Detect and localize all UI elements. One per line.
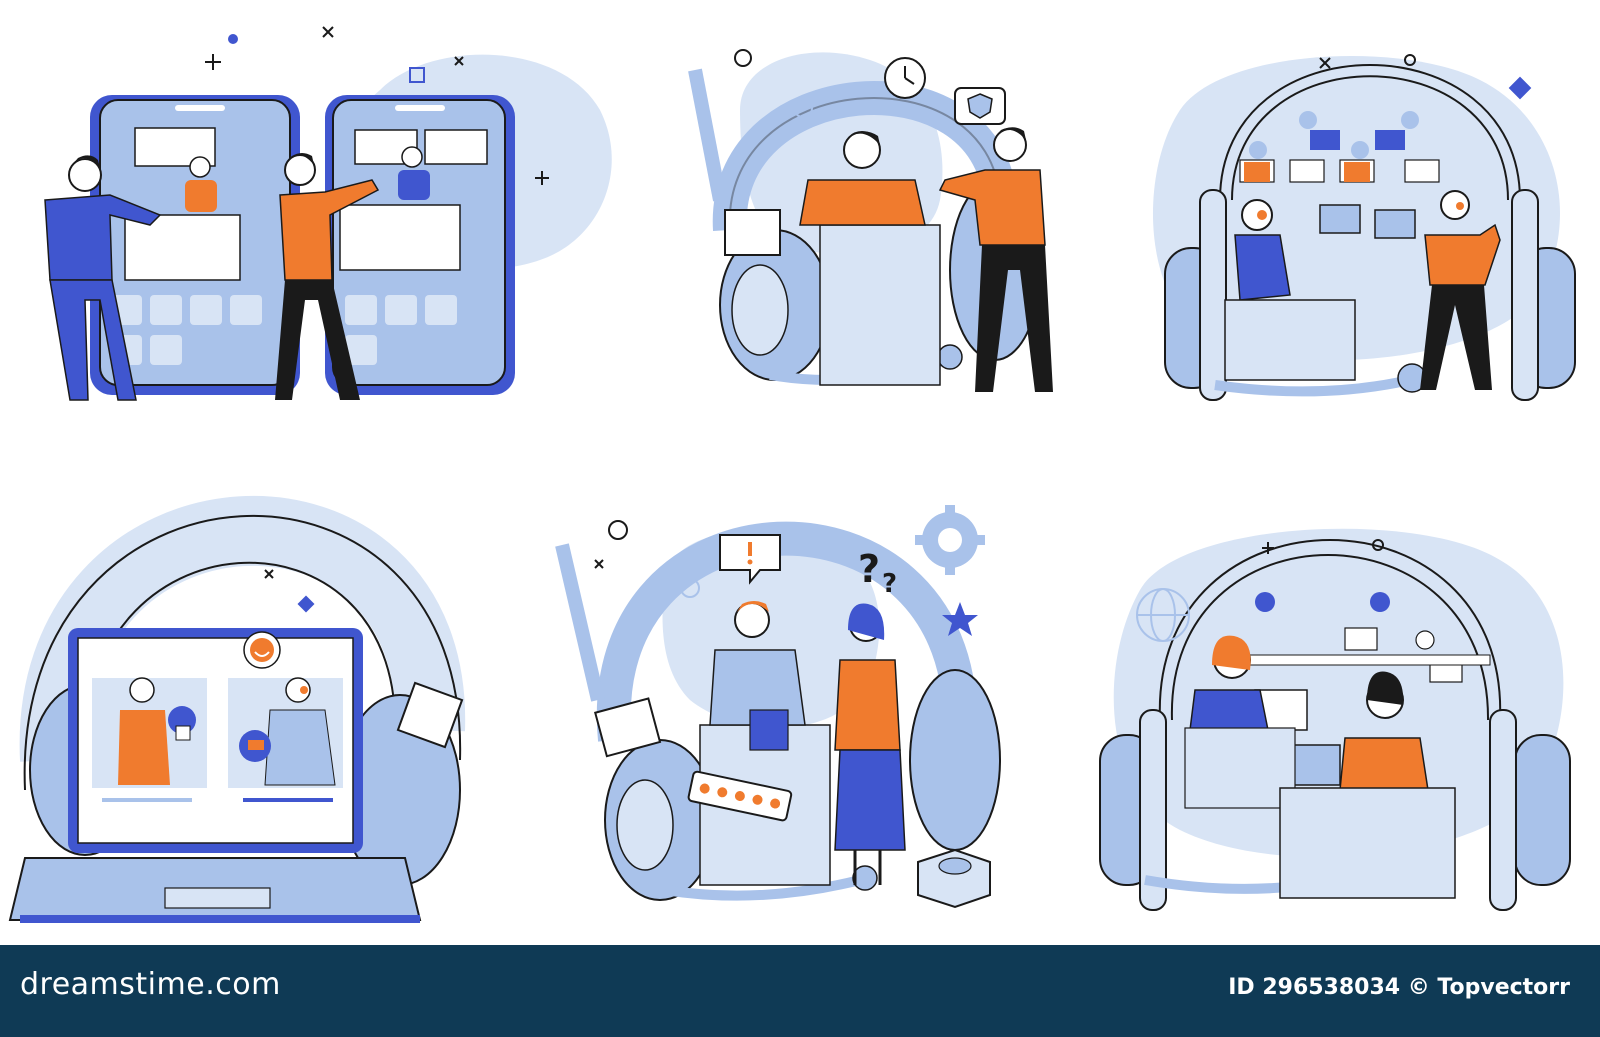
scene-question-and-rating: ? ? — [555, 505, 1001, 909]
question-marks-icon: ? ? — [858, 547, 897, 599]
headset-icon — [1164, 64, 1576, 401]
person-standing — [938, 127, 1053, 392]
laptop-icon — [8, 628, 422, 923]
sparkle-icon — [1262, 542, 1274, 554]
sparkle-icon — [205, 26, 549, 185]
clock-icon — [884, 57, 926, 99]
watermark-footer: dreamstime.com ID 296538034 © Topvectorr — [0, 945, 1600, 1037]
scene-mobile-app-support — [44, 26, 612, 401]
rating-stars-icon — [687, 770, 793, 822]
scene-global-call-center — [1099, 528, 1571, 911]
man-operator — [1279, 671, 1456, 899]
headset-operator-icon — [185, 146, 430, 212]
woman-operator — [1184, 635, 1296, 809]
gear-icon — [915, 505, 985, 575]
man-with-laptop — [1420, 190, 1501, 390]
svg-text:?: ? — [882, 569, 897, 599]
sparkle-icon — [264, 569, 274, 579]
scene-headset-desk-consultation — [688, 49, 1053, 392]
handshake-icon — [239, 730, 271, 762]
thumbs-up-icon — [168, 706, 196, 741]
smartphone-icon — [325, 95, 515, 395]
headset-icon — [594, 521, 1001, 901]
globe-icon — [1136, 588, 1190, 642]
person-orange-shirt — [275, 153, 380, 400]
image-credit: ID 296538034 © Topvectorr — [1228, 975, 1570, 1000]
brand-logo[interactable]: dreamstime.com — [20, 967, 281, 1002]
exclamation-icon — [719, 534, 781, 585]
nut-icon — [917, 848, 991, 909]
shield-icon — [954, 87, 1006, 125]
person-behind-counter — [709, 601, 806, 751]
smile-emoji-icon — [243, 631, 281, 669]
scene-laptop-video-support — [8, 495, 466, 923]
person-blue-suit — [44, 155, 162, 401]
person-operator — [239, 677, 336, 786]
woman-seated — [1224, 199, 1356, 381]
svg-text:?: ? — [858, 547, 880, 591]
scene-call-center-team — [1152, 54, 1576, 401]
sparkle-icon — [1319, 57, 1331, 69]
person-at-desk — [799, 131, 926, 226]
woman-customer — [834, 603, 906, 885]
illustration-set: ? ? — [8, 26, 1576, 923]
person-thumbs-up — [118, 677, 196, 785]
